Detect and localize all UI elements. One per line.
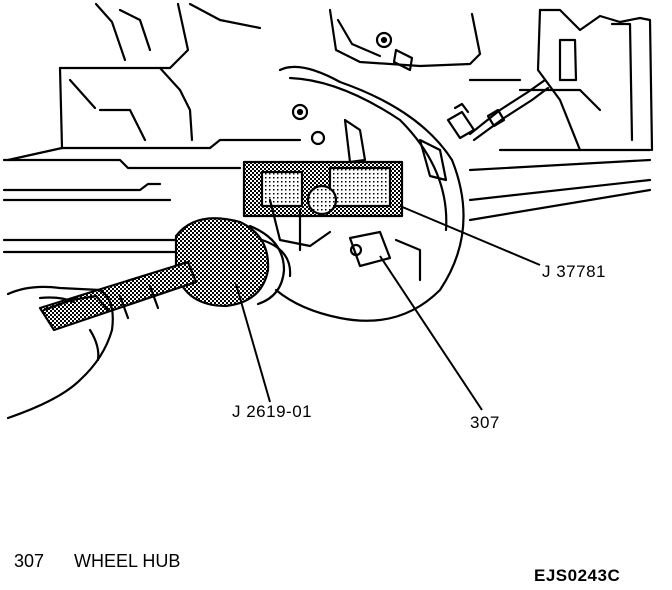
legend-name: WHEEL HUB <box>74 551 181 571</box>
legend: 307 WHEEL HUB <box>14 551 180 572</box>
figure-code: EJS0243C <box>534 566 621 585</box>
tool-j2619-01 <box>38 217 292 332</box>
tool-j37781 <box>242 160 404 252</box>
body-panel <box>328 8 654 222</box>
callout-j37781: J 37781 <box>542 262 606 281</box>
leader-lines <box>235 205 541 411</box>
brake-line <box>446 78 550 142</box>
backing-plate <box>274 65 465 322</box>
callout-j2619-01: J 2619-01 <box>232 402 313 421</box>
leader-307 <box>379 255 483 411</box>
leader-j2619 <box>235 283 271 403</box>
legend-number: 307 <box>14 551 45 571</box>
leader-j37781 <box>399 205 541 266</box>
callout-307: 307 <box>470 413 500 432</box>
technician-hand <box>6 285 114 420</box>
vehicle-frame <box>2 2 302 254</box>
